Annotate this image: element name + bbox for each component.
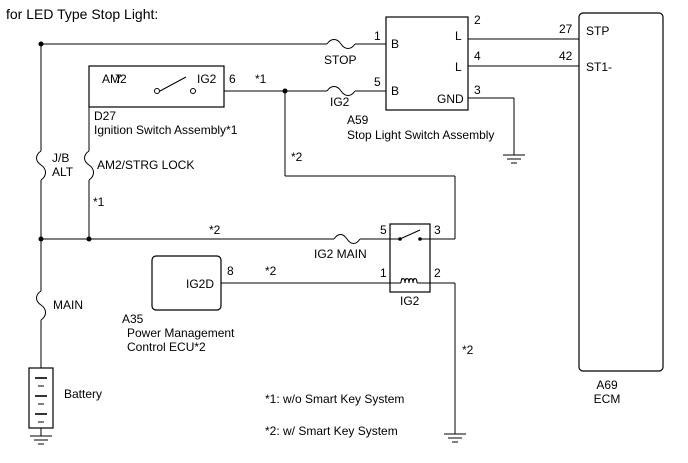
ig2-relay [389,223,431,293]
battery-label: Battery [64,387,102,401]
fuse-ig2-main-icon [333,234,361,244]
relay-pin-1: 1 [380,266,387,280]
wire-mark-ig-out: *1 [255,72,267,86]
ignition-am2-terminal: AM2 [102,72,127,86]
ecm-name: ECM [594,392,621,406]
pm-ecu-name-1: Power Management [127,326,235,340]
sls-terminal-l2: L [455,60,462,74]
sls-pin-2: 2 [474,13,481,27]
pm-ecu-terminal-ig2d: IG2D [186,277,214,291]
ecm-code: A69 [596,378,618,392]
sls-terminal-b2: B [391,84,399,98]
sls-code: A59 [347,113,369,127]
sls-terminal-l1: L [455,29,462,43]
stop-light-switch-assembly [385,16,469,111]
sls-pin-5: 5 [374,75,381,89]
note-2: *2: w/ Smart Key System [265,424,398,438]
fuse-stop-label: STOP [324,53,356,67]
fuse-main-label: MAIN [53,298,83,312]
fuse-ig2-label: IG2 [330,95,350,109]
sls-terminal-b1: B [391,37,399,51]
fuse-stop-icon [326,39,356,49]
ignition-pin-6: 6 [229,72,236,86]
ground-sls-icon [503,154,525,164]
fuse-am2-strg-icon [84,150,94,181]
wire-mark-relay-gnd: *2 [462,343,474,357]
wire-mark-am2: *1 [93,195,105,209]
wire-mark-bus: *2 [209,223,221,237]
diagram-title: for LED Type Stop Light: [6,6,158,22]
ground-battery-icon [30,435,52,445]
pm-ecu-name-2: Control ECU*2 [127,340,206,354]
fuse-ig2-icon [326,86,356,96]
ecm-box [578,12,664,372]
ignition-switch-assembly [88,65,225,108]
relay-name: IG2 [400,294,420,308]
ecm-terminal-stp: STP [586,24,609,38]
sls-pin-3: 3 [474,83,481,97]
fuse-jb-label: J/B [52,151,69,165]
ecm-pin-42: 42 [559,49,573,63]
pm-ecu-code: A35 [122,312,144,326]
fuse-alt-label: ALT [52,165,74,179]
relay-pin-5: 5 [380,223,387,237]
power-management-ecu [151,255,222,311]
sls-terminal-gnd: GND [437,92,464,106]
note-1: *1: w/o Smart Key System [265,392,404,406]
ground-relay-icon [444,433,466,443]
relay-pin-3: 3 [434,223,441,237]
wire-mark-branch: *2 [291,150,303,164]
fuse-main-icon [36,290,46,321]
ecm-pin-27: 27 [559,22,573,36]
fuse-jb-alt-icon [36,150,46,181]
pm-ecu-pin-8: 8 [227,264,234,278]
sls-pin-4: 4 [474,49,481,63]
relay-pin-2: 2 [434,266,441,280]
ignition-code: D27 [94,109,116,123]
sls-name: Stop Light Switch Assembly [347,128,494,142]
sls-pin-1: 1 [374,29,381,43]
fuse-am2-strg-label: AM2/STRG LOCK [97,158,194,172]
ignition-ig2-terminal: IG2 [197,72,217,86]
wire-mark-ig2d: *2 [265,264,277,278]
fuse-ig2-main-label: IG2 MAIN [314,247,367,261]
battery-icon [28,367,54,429]
ecm-terminal-st1: ST1- [586,60,612,74]
ignition-name: Ignition Switch Assembly*1 [94,123,238,137]
ignition-pin-7: 7 [115,72,122,86]
